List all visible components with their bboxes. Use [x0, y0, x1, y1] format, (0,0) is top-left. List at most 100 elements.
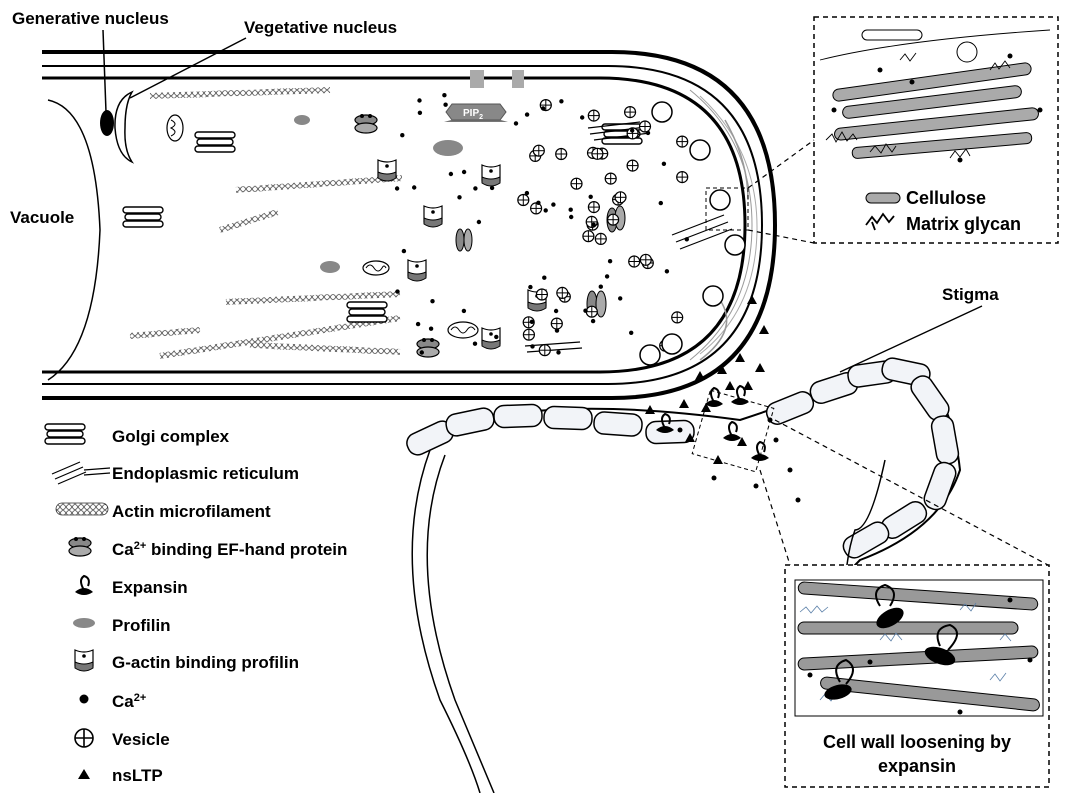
nsltp-icon — [78, 769, 90, 779]
nsltp — [755, 363, 765, 372]
vesicle — [615, 192, 626, 203]
calcium-ion — [580, 115, 584, 119]
calcium-ion — [665, 269, 669, 273]
legend-item-ef-hand: Ca2+ binding EF-hand protein — [69, 537, 347, 559]
legend-label: nsLTP — [112, 766, 163, 785]
vesicle — [539, 345, 550, 356]
bottom-inset-callout — [775, 420, 1048, 565]
stigma-cell — [840, 518, 893, 561]
vesicle-icon — [75, 729, 93, 747]
calcium-icon — [80, 695, 89, 704]
actin-icon — [56, 503, 108, 515]
calcium-ion — [530, 320, 534, 324]
calcium-ion — [630, 128, 634, 132]
vacuole-label: Vacuole — [10, 208, 74, 227]
vesicle — [551, 318, 562, 329]
legend-item-nsltp: nsLTP — [78, 766, 163, 785]
legend-label: Actin microfilament — [112, 502, 271, 521]
bottom-inset-callout — [760, 470, 790, 565]
golgi-complex — [123, 207, 163, 227]
calcium-ion — [473, 342, 477, 346]
vesicle — [592, 148, 603, 159]
golgi-icon — [45, 424, 85, 444]
vesicle — [625, 107, 636, 118]
vesicle — [588, 202, 599, 213]
calcium-ion — [536, 201, 540, 205]
stigma-cell — [593, 411, 642, 436]
legend-item-er: Endoplasmic reticulum — [52, 462, 299, 484]
vesicle — [627, 160, 638, 171]
calcium-ion — [542, 276, 546, 280]
expansin-icon — [75, 576, 93, 595]
legend-item-actin: Actin microfilament — [56, 502, 271, 521]
legend-item-golgi: Golgi complex — [45, 424, 230, 446]
calcium-ion — [417, 98, 421, 102]
calcium-ion — [583, 309, 587, 313]
ef-hand-protein — [417, 338, 439, 357]
legend-item-vesicle: Vesicle — [75, 729, 170, 749]
cellulose-icon — [866, 193, 900, 203]
vesicle — [640, 254, 651, 265]
calcium-ion — [528, 285, 532, 289]
calcium-ion — [443, 103, 447, 107]
calcium-ion — [618, 296, 622, 300]
vesicle — [557, 287, 568, 298]
legend-item-calcium: Ca2+ — [80, 692, 147, 711]
calcium-ion — [395, 186, 399, 190]
calcium-ion — [530, 344, 534, 348]
calcium-ion — [402, 249, 406, 253]
calcium-ion — [442, 93, 446, 97]
calcium-ion — [525, 112, 529, 116]
vesicle — [556, 149, 567, 160]
calcium-ion — [473, 186, 477, 190]
legend-item-profilin: Profilin — [73, 616, 171, 635]
g-actin-profilin-icon — [75, 650, 93, 671]
calcium-ion — [556, 350, 560, 354]
cellulose-label: Cellulose — [906, 188, 986, 208]
g-actin-binding-profilin — [424, 206, 442, 227]
calcium-ion — [395, 289, 399, 293]
nsltp — [725, 381, 735, 390]
legend-item-expansin: Expansin — [75, 576, 188, 597]
ef-hand-protein — [355, 114, 377, 133]
vesicle — [533, 145, 544, 156]
er-icon — [52, 462, 110, 484]
calcium-ion — [599, 285, 603, 289]
calcium-ion — [646, 131, 650, 135]
stigma-cell — [544, 406, 593, 430]
calcium-ion — [418, 111, 422, 115]
calcium-ion — [412, 185, 416, 189]
expansin — [723, 422, 741, 441]
vesicle — [583, 231, 594, 242]
calcium-ion — [477, 220, 481, 224]
matrix-glycan-label: Matrix glycan — [906, 214, 1021, 234]
calcium-ion — [490, 186, 494, 190]
golgi-complex — [195, 132, 235, 152]
stigma-cell — [930, 414, 960, 465]
bottom-inset-caption-line1: Cell wall loosening by — [823, 732, 1011, 752]
calcium-ion — [457, 195, 461, 199]
vesicle — [608, 214, 619, 225]
g-actin-binding-profilin — [408, 260, 426, 281]
calcium-ion — [569, 215, 573, 219]
calcium-ion — [400, 133, 404, 137]
stigma-cell — [494, 404, 543, 428]
vesicle — [672, 312, 683, 323]
calcium-ion — [555, 328, 559, 332]
calcium-ion — [541, 106, 545, 110]
profilin-icon — [73, 618, 95, 628]
calcium-ion — [525, 191, 529, 195]
calcium-ion — [551, 202, 555, 206]
nsltp — [679, 399, 689, 408]
legend-label: Ca2+ binding EF-hand protein — [112, 540, 347, 559]
g-actin-binding-profilin — [482, 165, 500, 186]
calcium-ion — [629, 331, 633, 335]
stigma-strand-left — [412, 450, 480, 793]
calcium-ion — [796, 498, 801, 503]
calcium-ion — [559, 99, 563, 103]
calcium-ion — [494, 335, 498, 339]
bottom-inset: Cell wall loosening by expansin — [785, 565, 1049, 787]
legend-label: G-actin binding profilin — [112, 653, 299, 672]
calcium-ion — [569, 208, 573, 212]
calcium-ion — [591, 319, 595, 323]
